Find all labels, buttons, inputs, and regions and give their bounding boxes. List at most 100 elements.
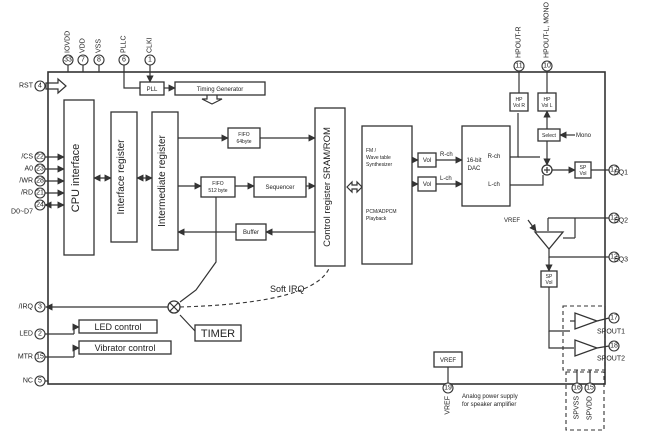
svg-text:SPVSS: SPVSS bbox=[574, 396, 581, 420]
led-control-block bbox=[78, 319, 158, 334]
svg-text:17: 17 bbox=[610, 167, 618, 174]
svg-text:28: 28 bbox=[36, 178, 44, 185]
svg-text:PLL: PLL bbox=[147, 87, 158, 93]
svg-text:22: 22 bbox=[36, 154, 44, 161]
svg-text:Sequencer: Sequencer bbox=[265, 185, 294, 191]
svg-text:RST: RST bbox=[19, 83, 34, 90]
rst-arrow bbox=[45, 77, 67, 95]
svg-text:VREF: VREF bbox=[445, 396, 452, 415]
pin-nc: 5 NC bbox=[23, 375, 46, 387]
svg-text:Vol: Vol bbox=[546, 280, 553, 286]
svg-text:CPU interface: CPU interface bbox=[70, 144, 82, 212]
svg-text:PCM/ADPCM: PCM/ADPCM bbox=[366, 209, 397, 215]
svg-text:FIFO: FIFO bbox=[238, 132, 249, 138]
interface-register-block bbox=[110, 111, 138, 243]
svg-text:A0: A0 bbox=[24, 166, 33, 173]
svg-text:R-ch: R-ch bbox=[488, 154, 501, 160]
svg-text:R-ch: R-ch bbox=[440, 152, 453, 158]
pin-a0: 23 A0 bbox=[24, 163, 46, 175]
svg-text:HPOUT-L, MONO: HPOUT-L, MONO bbox=[544, 1, 551, 58]
svg-text:HPOUT-R: HPOUT-R bbox=[516, 27, 523, 59]
svg-text:16: 16 bbox=[573, 385, 581, 392]
top-pins: 33 IOVDD 7 VDD 8 VSS 6 PLLC 1 CLKI bbox=[62, 31, 156, 72]
sequencer-block bbox=[253, 176, 307, 198]
svg-text:Synthesizer: Synthesizer bbox=[366, 162, 392, 168]
svg-text:Timing Generator: Timing Generator bbox=[197, 87, 243, 93]
svg-text:LED: LED bbox=[19, 331, 33, 338]
svg-text:1: 1 bbox=[148, 57, 152, 64]
svg-text:/CS: /CS bbox=[21, 154, 33, 161]
svg-text:SP: SP bbox=[580, 165, 587, 171]
pin-eq2: 12 EQ2 bbox=[608, 212, 628, 225]
svg-text:Playback: Playback bbox=[366, 216, 387, 222]
eq-amplifier bbox=[533, 231, 565, 251]
left-pins: 4 RST 22 /CS 23 A0 28 /WR 21 /RD 24 D0~D… bbox=[11, 80, 46, 387]
svg-text:Vol R: Vol R bbox=[513, 103, 525, 109]
svg-text:3: 3 bbox=[38, 304, 42, 311]
right-pins: 11 HPOUT-R 10 HPOUT-L, MONO 17 EQ1 12 EQ… bbox=[513, 1, 628, 363]
svg-text:EQ3: EQ3 bbox=[614, 257, 628, 264]
pin-eq1: 17 EQ1 bbox=[608, 164, 628, 177]
fifo-512byte-block bbox=[200, 176, 236, 198]
pin-spvdd: 15 SPVDD bbox=[584, 382, 596, 420]
svg-text:Vol L: Vol L bbox=[541, 103, 552, 109]
spout2-amplifier bbox=[574, 339, 599, 357]
intermediate-register-block bbox=[151, 111, 179, 251]
svg-text:17: 17 bbox=[610, 315, 618, 322]
pin-cs: 22 /CS bbox=[21, 151, 46, 163]
svg-text:11: 11 bbox=[515, 63, 522, 70]
svg-text:EQ2: EQ2 bbox=[614, 218, 628, 225]
svg-text:VREF: VREF bbox=[504, 218, 520, 224]
svg-text:CLKI: CLKI bbox=[147, 37, 154, 53]
pin-rst: 4 RST bbox=[19, 80, 46, 92]
svg-text:64byte: 64byte bbox=[236, 139, 251, 145]
svg-text:VREF: VREF bbox=[440, 358, 456, 364]
svg-text:D0~D7: D0~D7 bbox=[11, 209, 33, 216]
svg-text:Vol: Vol bbox=[423, 182, 431, 188]
timing-generator-block bbox=[174, 81, 266, 96]
svg-text:LED control: LED control bbox=[94, 322, 141, 332]
svg-text:NC: NC bbox=[23, 378, 33, 385]
pin-hpout-r: 11 HPOUT-R bbox=[513, 27, 525, 72]
svg-text:VDD: VDD bbox=[80, 38, 87, 53]
svg-text:/WR: /WR bbox=[19, 178, 33, 185]
svg-text:7: 7 bbox=[81, 57, 85, 64]
pin-rd: 21 /RD bbox=[21, 187, 46, 199]
svg-text:/IRQ: /IRQ bbox=[19, 304, 34, 311]
svg-text:SPOUT2: SPOUT2 bbox=[597, 356, 625, 363]
control-register-block bbox=[314, 107, 346, 267]
pin-eq3: 12 EQ3 bbox=[608, 251, 628, 264]
svg-text:2: 2 bbox=[38, 331, 42, 338]
svg-text:8: 8 bbox=[97, 57, 101, 64]
svg-text:SPOUT1: SPOUT1 bbox=[597, 329, 625, 336]
pin-clki: 1 CLKI bbox=[144, 37, 156, 66]
pin-vss: 8 VSS bbox=[93, 39, 105, 72]
svg-text:10: 10 bbox=[543, 63, 551, 70]
timing-down-arrow bbox=[201, 95, 223, 105]
svg-text:VSS: VSS bbox=[96, 39, 103, 53]
svg-text:15: 15 bbox=[586, 385, 594, 392]
svg-text:512 byte: 512 byte bbox=[208, 188, 227, 194]
pin-hpout-l-mono: 10 HPOUT-L, MONO bbox=[541, 1, 553, 72]
svg-text:Vol: Vol bbox=[580, 171, 587, 177]
svg-text:L-ch: L-ch bbox=[440, 176, 452, 182]
svg-text:18: 18 bbox=[610, 343, 618, 350]
bottom-pins: 19 VREF 16 SPVSS 15 SPVDD bbox=[442, 382, 596, 420]
svg-text:DAC: DAC bbox=[468, 166, 481, 172]
pin-mtr: 15 MTR bbox=[18, 351, 46, 363]
svg-text:6: 6 bbox=[122, 57, 126, 64]
svg-text:MTR: MTR bbox=[18, 354, 33, 361]
svg-text:PLLC: PLLC bbox=[121, 35, 128, 53]
svg-text:24: 24 bbox=[36, 202, 44, 209]
svg-text:L-ch: L-ch bbox=[488, 182, 500, 188]
pin-iovdd: 33 IOVDD bbox=[62, 31, 74, 72]
pin-vdd: 7 VDD bbox=[77, 38, 89, 72]
svg-text:Mono: Mono bbox=[576, 133, 592, 139]
dac-block bbox=[461, 125, 511, 207]
pin-d0-d7: 24 D0~D7 bbox=[11, 199, 46, 216]
vibrator-control-block bbox=[78, 340, 172, 355]
svg-text:/RD: /RD bbox=[21, 190, 33, 197]
svg-text:for speaker amplifier: for speaker amplifier bbox=[462, 402, 516, 408]
svg-text:Buffer: Buffer bbox=[243, 230, 259, 236]
